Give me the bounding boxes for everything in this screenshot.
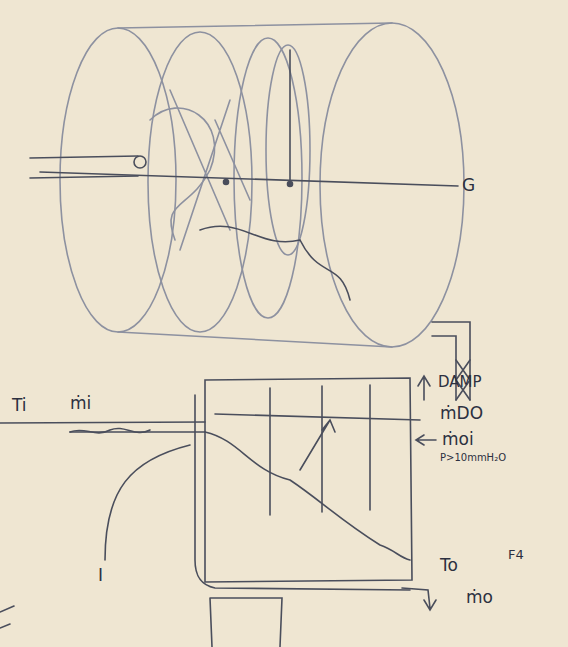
sketch-label: I	[98, 566, 103, 585]
sketch-label: ṁDO	[440, 404, 483, 423]
sketch-label: To	[440, 556, 458, 575]
sketch-label: P>10mmH₂O	[440, 452, 506, 463]
sketch-label: Ti	[12, 396, 27, 415]
sketch-label: DAMP	[438, 374, 482, 391]
sketch-label: ṁoi	[442, 430, 474, 449]
sketch-label: F4	[508, 548, 524, 562]
sketch-label: G	[462, 176, 475, 195]
sketch-label: ṁi	[70, 394, 91, 413]
sketch-label: ṁo	[466, 588, 493, 607]
